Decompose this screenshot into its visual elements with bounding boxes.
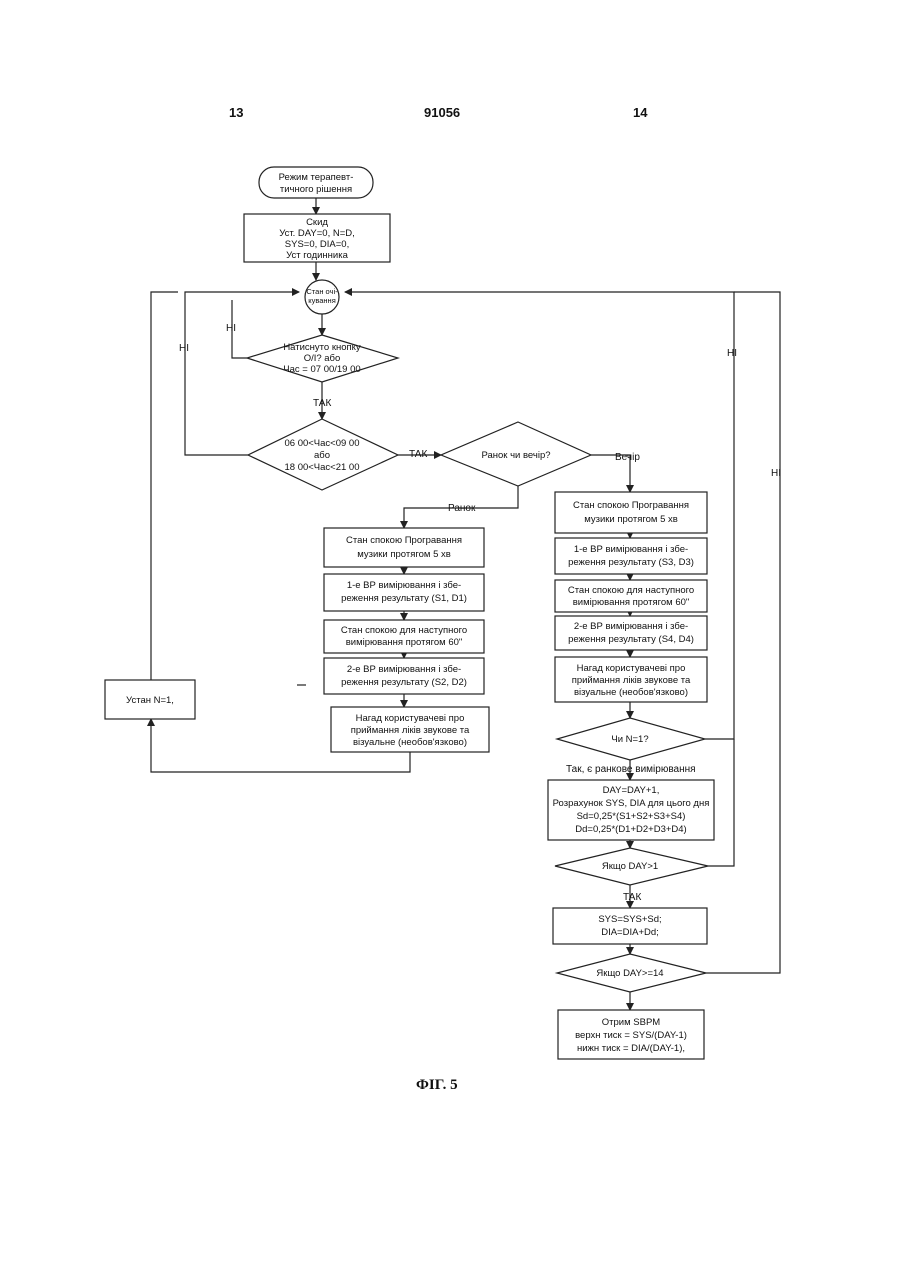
node-result: Отрим SBPMверхн тиск = SYS/(DAY-1)нижн т… bbox=[558, 1010, 704, 1059]
node-button-check: Натиснуто кнопкуО/І? абоЧас = 07 00/19 0… bbox=[247, 335, 398, 382]
node-morning-rest: Стан спокою Програваннямузики протягом 5… bbox=[324, 528, 484, 567]
label-no-left: НІ bbox=[179, 343, 189, 354]
node-morning-measure-2: 2-е ВР вимірювання і збе-реження результ… bbox=[324, 658, 484, 694]
node-morning-remind: Нагад користувачеві проприймання ліків з… bbox=[331, 707, 489, 752]
node-morning-measure-1: 1-е ВР вимірювання і збе-реження результ… bbox=[324, 574, 484, 611]
svg-text:Режим терапевт-тичного рішення: Режим терапевт-тичного рішення bbox=[279, 172, 354, 195]
label-yes-morning-measured: Так, є ранкове вимірювання bbox=[566, 764, 696, 775]
label-yes-button: ТАК bbox=[313, 398, 331, 409]
label-yes-time: ТАК bbox=[409, 449, 427, 460]
svg-text:Ранок чи вечір?: Ранок чи вечір? bbox=[481, 450, 550, 461]
svg-text:Якщо DAY>=14: Якщо DAY>=14 bbox=[596, 968, 663, 979]
svg-text:Стан очі-кування: Стан очі-кування bbox=[306, 287, 338, 305]
label-no-inner: НІ bbox=[226, 323, 236, 334]
node-reset: СкидУст. DAY=0, N=D,SYS=0, DIA=0,Уст год… bbox=[244, 214, 390, 262]
label-no-day-gt1: НІ bbox=[771, 468, 781, 479]
node-morning-rest-2: Стан спокою для наступноговимірювання пр… bbox=[324, 620, 484, 653]
node-start: Режим терапевт-тичного рішення bbox=[259, 167, 373, 198]
svg-text:Нагад користувачеві проприйма: Нагад користувачеві проприймання ліків з… bbox=[572, 663, 691, 698]
node-evening-measure-2: 2-е ВР вимірювання і збе-реження результ… bbox=[555, 616, 707, 650]
node-morning-evening: Ранок чи вечір? bbox=[441, 422, 591, 486]
node-n-check: Чи N=1? bbox=[557, 718, 705, 760]
node-calc: DAY=DAY+1,Розрахунок SYS, DIA для цього … bbox=[548, 780, 714, 840]
svg-text:Чи N=1?: Чи N=1? bbox=[611, 734, 648, 745]
label-morning: Ранок bbox=[448, 503, 476, 514]
svg-text:Устан N=1,: Устан N=1, bbox=[126, 695, 174, 706]
node-evening-rest-2: Стан спокою для наступноговимірювання пр… bbox=[555, 580, 707, 612]
node-evening-rest: Стан спокою Програваннямузики протягом 5… bbox=[555, 492, 707, 533]
label-evening: Вечір bbox=[615, 452, 640, 463]
figure-caption: ФІГ. 5 bbox=[416, 1077, 458, 1094]
node-evening-remind: Нагад користувачеві проприймання ліків з… bbox=[555, 657, 707, 702]
svg-text:Нагад користувачеві проприйма: Нагад користувачеві проприймання ліків з… bbox=[351, 713, 470, 748]
node-day-gt1: Якщо DAY>1 bbox=[555, 848, 708, 885]
label-yes-day-gt1: ТАК bbox=[623, 892, 641, 903]
node-evening-measure-1: 1-е ВР вимірювання і збе-реження результ… bbox=[555, 538, 707, 574]
svg-text:Стан спокою для наступноговимі: Стан спокою для наступноговимірювання пр… bbox=[568, 585, 694, 608]
svg-text:Стан спокою для наступноговимі: Стан спокою для наступноговимірювання пр… bbox=[341, 625, 467, 648]
node-time-check: 06 00<Час<09 00або18 00<Час<21 00 bbox=[248, 419, 398, 490]
node-set-n: Устан N=1, bbox=[105, 680, 195, 719]
node-accumulate: SYS=SYS+Sd;DIA=DIA+Dd; bbox=[553, 908, 707, 944]
node-wait: Стан очі-кування bbox=[305, 280, 339, 314]
svg-text:Якщо DAY>1: Якщо DAY>1 bbox=[602, 861, 658, 872]
label-no-n-check: НІ bbox=[727, 348, 737, 359]
node-day-ge14: Якщо DAY>=14 bbox=[557, 954, 706, 992]
